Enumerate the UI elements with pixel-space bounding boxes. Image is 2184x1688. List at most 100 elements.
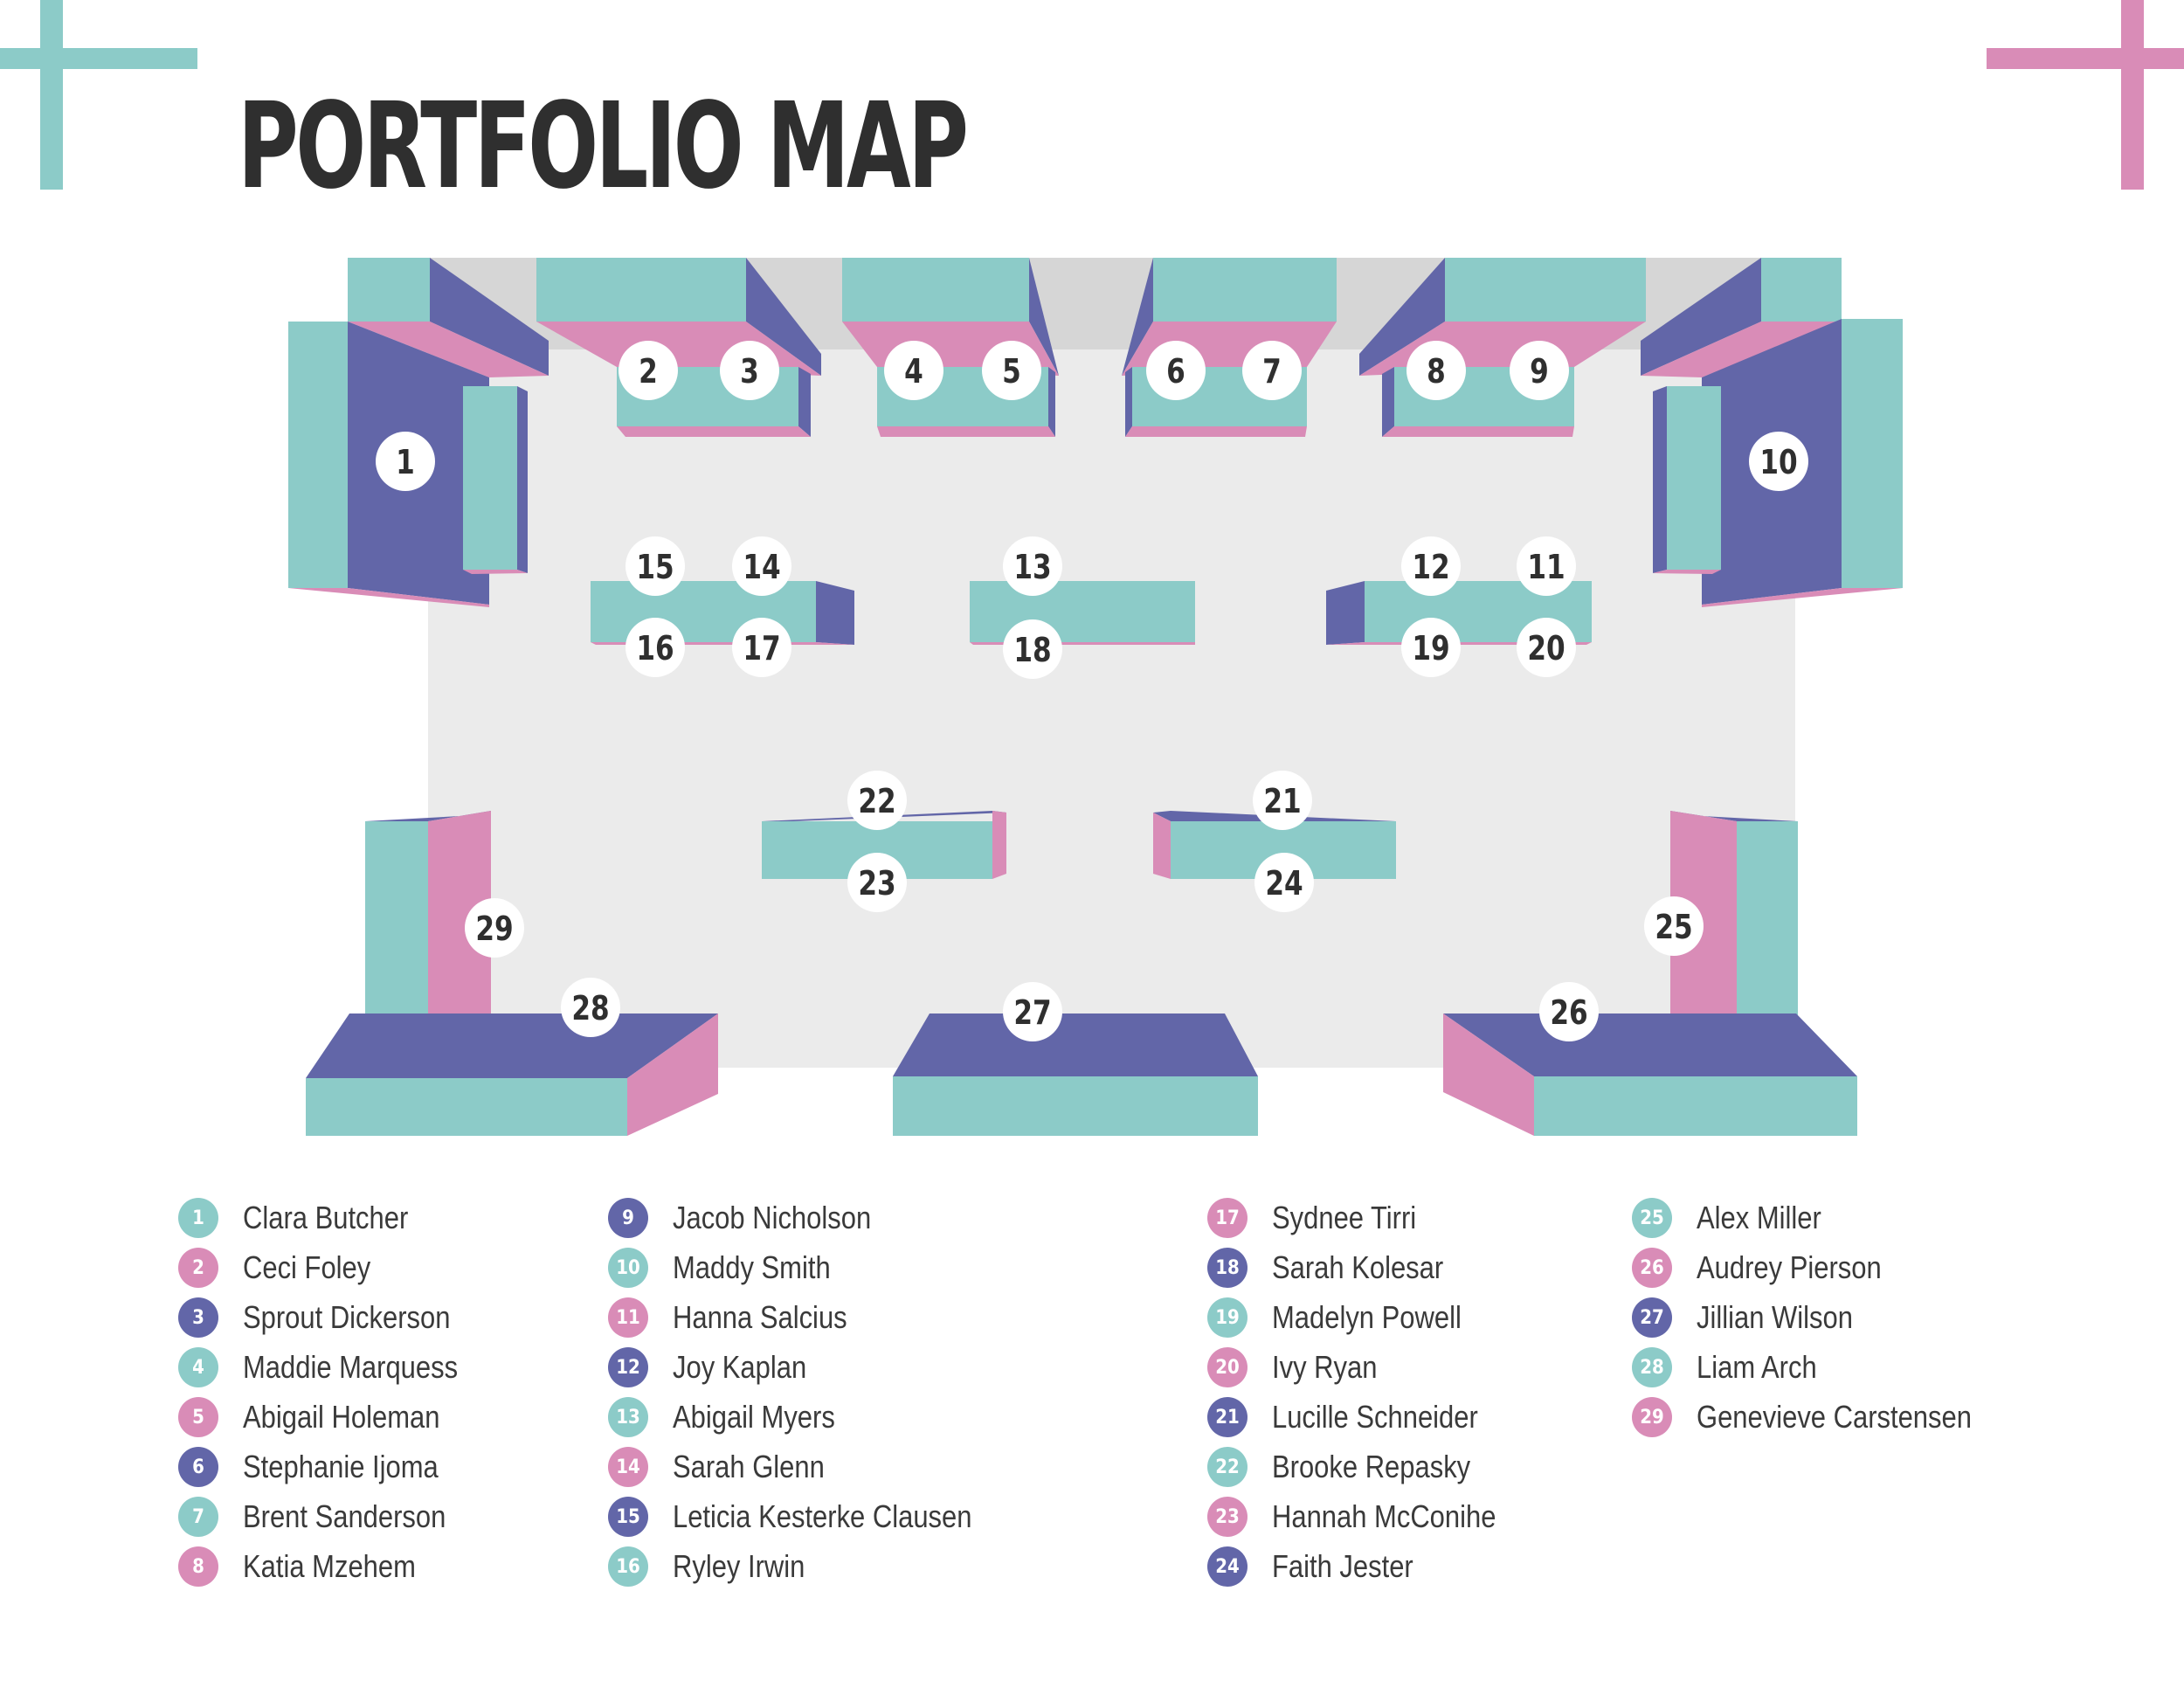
booth-marker-13[interactable]: 13 [1003, 536, 1062, 596]
legend-name: Ryley Irwin [673, 1548, 805, 1584]
booth-13-18 [970, 581, 1195, 645]
booth-marker-5[interactable]: 5 [982, 341, 1041, 400]
legend-number-badge: 1 [178, 1198, 218, 1238]
marker-number: 6 [1166, 353, 1185, 391]
legend-number-badge: 11 [608, 1297, 648, 1338]
plus-mark-pink [1987, 0, 2184, 190]
booth-marker-27[interactable]: 27 [1003, 982, 1062, 1041]
booth-marker-25[interactable]: 25 [1644, 896, 1704, 956]
marker-number: 4 [904, 353, 923, 391]
booth-marker-17[interactable]: 17 [732, 618, 791, 677]
legend-entry: 5 Abigail Holeman [178, 1396, 472, 1438]
booth-marker-10[interactable]: 10 [1749, 432, 1808, 491]
legend-number-badge: 18 [1207, 1248, 1248, 1288]
booth-marker-8[interactable]: 8 [1406, 341, 1466, 400]
marker-circle [1644, 896, 1704, 956]
booth-marker-12[interactable]: 12 [1401, 536, 1461, 596]
marker-circle [732, 536, 791, 596]
legend-name: Madelyn Powell [1272, 1299, 1462, 1335]
legend-name: Abigail Holeman [243, 1399, 440, 1435]
booth-marker-9[interactable]: 9 [1510, 341, 1569, 400]
booth-marker-18[interactable]: 18 [1003, 619, 1062, 679]
booth-marker-24[interactable]: 24 [1254, 853, 1314, 912]
legend-name: Clara Butcher [243, 1200, 409, 1235]
marker-number: 28 [571, 990, 609, 1028]
booth-marker-15[interactable]: 15 [625, 536, 685, 596]
marker-circle [625, 618, 685, 677]
marker-number: 1 [396, 444, 415, 482]
marker-circle [1539, 982, 1599, 1041]
legend-number-badge: 29 [1632, 1397, 1672, 1437]
marker-number: 13 [1013, 549, 1051, 587]
legend-name: Maddy Smith [673, 1249, 831, 1285]
booth-28-29 [306, 811, 718, 1136]
legend-number-badge: 27 [1632, 1297, 1672, 1338]
marker-circle [1510, 341, 1569, 400]
legend-number-badge: 12 [608, 1347, 648, 1387]
marker-number: 21 [1263, 783, 1301, 821]
marker-number: 20 [1527, 630, 1565, 668]
booth-marker-2[interactable]: 2 [619, 341, 678, 400]
marker-circle [1254, 853, 1314, 912]
legend-number-badge: 5 [178, 1397, 218, 1437]
booth-25-26 [1443, 811, 1857, 1136]
page-title: PORTFOLIO MAP [238, 78, 969, 216]
marker-circle [1003, 982, 1062, 1041]
legend-name: Stephanie Ijoma [243, 1449, 439, 1484]
booth-marker-14[interactable]: 14 [732, 536, 791, 596]
legend-entry: 26 Audrey Pierson [1632, 1247, 1911, 1289]
booth-marker-16[interactable]: 16 [625, 618, 685, 677]
booth-marker-29[interactable]: 29 [465, 898, 524, 958]
legend-number-badge: 25 [1632, 1198, 1672, 1238]
legend-number-badge: 10 [608, 1248, 648, 1288]
legend-name: Audrey Pierson [1697, 1249, 1882, 1285]
booth-marker-11[interactable]: 11 [1517, 536, 1576, 596]
legend-entry: 1 Clara Butcher [178, 1197, 435, 1239]
booth-marker-20[interactable]: 20 [1517, 618, 1576, 677]
marker-circle [847, 853, 907, 912]
legend-number-badge: 26 [1632, 1248, 1672, 1288]
booth-marker-19[interactable]: 19 [1401, 618, 1461, 677]
marker-number: 23 [858, 865, 895, 903]
marker-number: 11 [1527, 549, 1565, 587]
plus-mark-teal [0, 0, 197, 190]
legend-number-badge: 16 [608, 1546, 648, 1587]
booth-marker-4[interactable]: 4 [884, 341, 943, 400]
booth-marker-22[interactable]: 22 [847, 771, 907, 830]
booth-marker-23[interactable]: 23 [847, 853, 907, 912]
marker-circle [1401, 536, 1461, 596]
booth-marker-1[interactable]: 1 [376, 432, 435, 491]
booth-marker-3[interactable]: 3 [720, 341, 779, 400]
marker-number: 10 [1759, 444, 1797, 482]
legend-name: Alex Miller [1697, 1200, 1821, 1235]
booth-marker-6[interactable]: 6 [1146, 341, 1206, 400]
marker-circle [732, 618, 791, 677]
legend-number-badge: 20 [1207, 1347, 1248, 1387]
legend-number-badge: 7 [178, 1497, 218, 1537]
marker-number: 5 [1002, 353, 1021, 391]
booth-marker-7[interactable]: 7 [1242, 341, 1302, 400]
booth-marker-28[interactable]: 28 [561, 978, 620, 1037]
marker-circle [1146, 341, 1206, 400]
marker-circle [561, 978, 620, 1037]
booth-marker-21[interactable]: 21 [1253, 771, 1312, 830]
marker-number: 18 [1013, 632, 1051, 670]
booth-marker-26[interactable]: 26 [1539, 982, 1599, 1041]
legend-name: Ceci Foley [243, 1249, 371, 1285]
room [348, 258, 1842, 1068]
marker-number: 26 [1550, 994, 1587, 1033]
marker-circle [1242, 341, 1302, 400]
marker-circle [1749, 432, 1808, 491]
